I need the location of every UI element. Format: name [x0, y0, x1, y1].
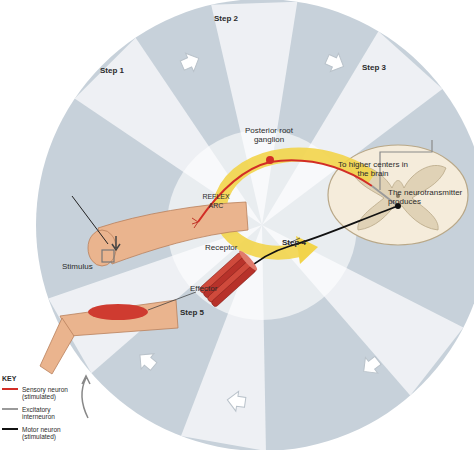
legend-text: Sensory neuron (stimulated) [22, 386, 82, 400]
movement-arrow [82, 376, 90, 418]
step-label: Step 2 [214, 14, 254, 23]
muscle-fiber [211, 265, 257, 308]
background-disc [36, 0, 474, 450]
muscle-fiber [207, 261, 253, 304]
step-label: Step 5 [180, 308, 220, 317]
step-label: Step 3 [362, 63, 402, 72]
part-label: The neurotransmitter produces [388, 188, 472, 206]
muscle-end [237, 249, 259, 272]
motor-neuron [245, 206, 398, 272]
legend-line-sample [2, 388, 18, 390]
receptor-endings [192, 218, 198, 228]
part-label: To higher centers in the brain [336, 160, 410, 178]
effector-leader [148, 292, 196, 310]
effector-muscle [88, 304, 148, 320]
part-label: REFLEX ARC [196, 192, 236, 210]
muscle-bundle [198, 249, 259, 308]
legend-line-sample [2, 428, 18, 430]
ganglion [266, 156, 274, 164]
part-label: Effector [190, 284, 240, 293]
legend-text: Motor neuron (stimulated) [22, 426, 82, 440]
part-label: Stimulus [62, 262, 112, 271]
stimulus-box [102, 250, 114, 262]
step-arrow [178, 49, 203, 75]
part-label: Receptor [205, 243, 255, 252]
step-arrow [358, 352, 384, 379]
legend-text: Excitatory interneuron [22, 406, 82, 420]
step-label: KEY [2, 374, 32, 383]
step-label: Step 1 [100, 66, 140, 75]
stimulus-pointer [72, 196, 108, 244]
step-arrow [226, 390, 247, 412]
step-label: Step 4 [282, 238, 322, 247]
stimulus-arrow [112, 236, 120, 250]
step-arrow [323, 50, 348, 76]
forearm [98, 202, 248, 264]
part-label: Posterior root ganglion [232, 126, 306, 144]
step-arrow [133, 347, 160, 374]
sensory-neuron [198, 160, 372, 222]
legend-line-sample [2, 408, 18, 410]
bent-forearm [40, 318, 74, 374]
